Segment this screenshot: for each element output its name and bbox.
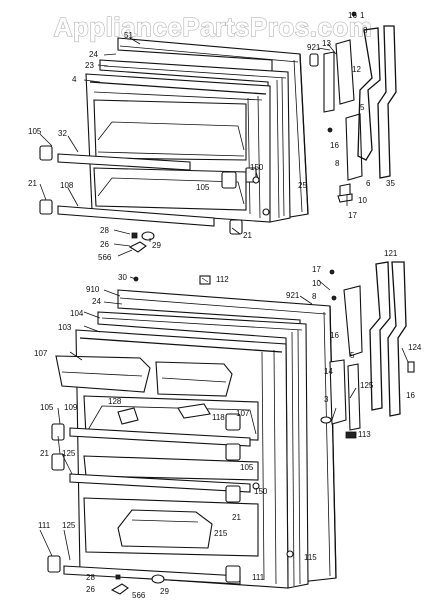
part-label-121: 121 [384,249,398,258]
part-label-29: 29 [152,241,161,250]
part-label-12: 12 [352,65,361,74]
freezer-shelf-bar-lower [57,205,215,227]
part-label-17: 17 [312,265,321,274]
part-label-150: 150 [250,163,264,172]
part-label-128: 128 [108,397,122,406]
part-label-125: 125 [62,521,76,530]
fresh-food-shelf-bar-3 [63,565,241,585]
part-label-113: 113 [358,430,371,439]
part-label-32: 32 [58,129,67,138]
leader-lines [39,37,409,561]
part-label-10: 10 [358,196,367,205]
part-label-21: 21 [243,231,252,240]
fresh-food-shelf-bar-1 [69,427,251,447]
part-label-26: 26 [86,585,95,594]
part-label-24: 24 [92,297,101,306]
part-label-111: 111 [252,573,265,582]
part-label-30: 30 [118,273,127,282]
part-label-5: 5 [360,103,365,112]
callout-labels: 16 1 8 51 921 13 24 23 12 4 5 105 32 16 … [28,11,422,600]
part-label-566: 566 [132,591,146,600]
part-label-105: 105 [196,183,210,192]
freezer-hinge-bar-13 [323,51,335,113]
dairy-door-right [155,361,233,397]
crisper-bin-215 [117,509,213,549]
part-label-17: 17 [348,211,357,220]
part-label-109: 109 [64,403,78,412]
part-label-108: 108 [60,181,74,190]
part-label-125: 125 [360,381,374,390]
part-label-103: 103 [58,323,72,332]
fresh-food-shelf-bar-2 [69,473,251,493]
part-label-16: 16 [406,391,415,400]
part-label-111: 111 [38,521,51,530]
part-label-5: 5 [350,351,355,360]
part-label-21: 21 [28,179,37,188]
part-label-26: 26 [100,240,109,249]
part-label-1: 1 [360,11,365,20]
fresh-food-hinge-bar-125 [347,363,361,431]
part-label-107: 107 [34,349,48,358]
part-label-23: 23 [85,61,94,70]
part-label-566: 566 [98,253,112,262]
part-label-118: 118 [212,413,225,422]
part-label-910: 910 [86,285,100,294]
part-label-107: 107 [236,409,250,418]
part-label-3: 3 [324,395,329,404]
part-label-28: 28 [100,226,109,235]
part-label-4: 4 [72,75,77,84]
part-label-25: 25 [298,181,307,190]
part-label-104: 104 [70,309,84,318]
part-label-21: 21 [232,513,241,522]
part-label-215: 215 [214,529,228,538]
part-label-125: 125 [62,449,76,458]
part-label-51: 51 [124,31,133,40]
part-label-105: 105 [240,463,254,472]
part-label-21: 21 [40,449,49,458]
part-label-105: 105 [28,127,42,136]
part-label-921: 921 [307,43,321,52]
part-label-115: 115 [304,553,317,562]
part-label-8: 8 [335,159,340,168]
part-label-8: 8 [363,26,368,35]
part-label-16: 16 [330,141,339,150]
part-label-112: 112 [216,275,229,284]
part-label-24: 24 [89,50,98,59]
part-label-13: 13 [322,39,331,48]
fresh-food-door-assembly [47,261,415,595]
part-label-29: 29 [160,587,169,596]
part-label-35: 35 [386,179,395,188]
part-label-8: 8 [312,292,317,301]
part-label-16: 16 [348,11,357,20]
freezer-hinge-bar-12 [335,39,355,105]
part-label-150: 150 [254,487,268,496]
part-label-28: 28 [86,573,95,582]
part-label-124: 124 [408,343,422,352]
freezer-hinge-5 [345,113,363,181]
part-label-105: 105 [40,403,54,412]
part-label-921: 921 [286,291,300,300]
freezer-shelf-bar [57,153,191,171]
fresh-food-hinge-bar-14 [329,359,347,425]
part-label-16: 16 [330,331,339,340]
part-label-6: 6 [366,179,371,188]
part-label-14: 14 [324,367,333,376]
part-label-10: 10 [312,279,321,288]
freezer-door-assembly [39,11,397,253]
watermark-text: AppliancePartsPros.com [54,12,373,42]
